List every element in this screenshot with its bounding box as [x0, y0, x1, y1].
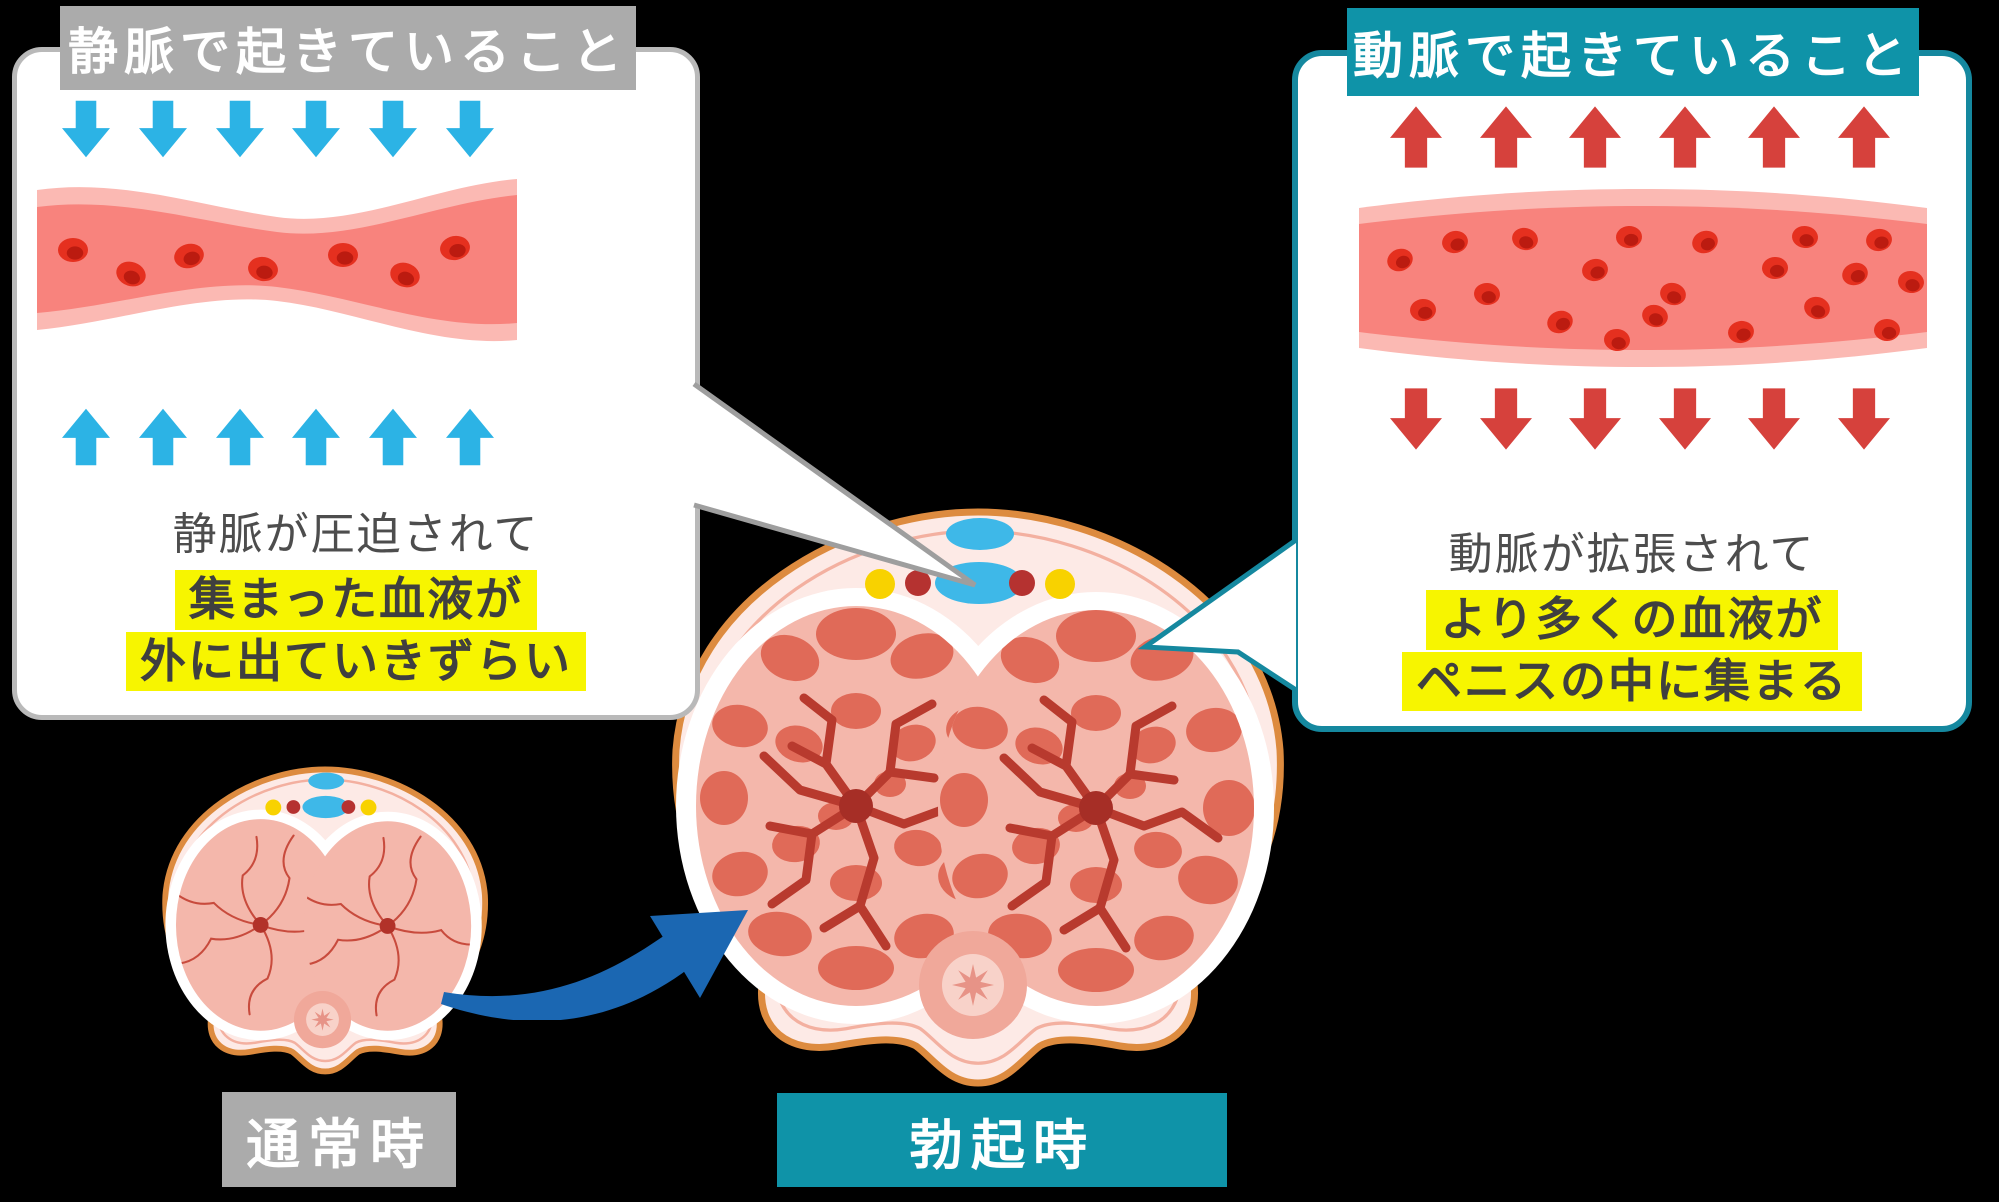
down-arrow-icon: [1748, 388, 1801, 450]
up-arrow-icon: [138, 408, 187, 466]
artery-caption-line: 動脈が拡張されて: [1448, 530, 1816, 579]
compressed-vein-illustration: [37, 179, 517, 342]
up-arrow-icon: [1569, 106, 1622, 168]
vein-caption-line: 静脈が圧迫されて: [172, 510, 540, 559]
label-erect-state: 勃起時: [777, 1093, 1227, 1187]
artery-panel: 動脈が拡張されて より多くの血液が ペニスの中に集まる: [1292, 50, 1972, 732]
vein-highlight-2: 外に出ていきずらい: [126, 631, 586, 692]
down-arrow-icon: [1479, 388, 1532, 450]
up-arrow-icon: [1479, 106, 1532, 168]
label-normal-state: 通常時: [222, 1092, 456, 1187]
vein-compression-arrows-bottom: [62, 404, 494, 470]
up-arrow-icon: [1658, 106, 1711, 168]
up-arrow-icon: [369, 408, 418, 466]
up-arrow-icon: [1748, 106, 1801, 168]
vein-panel: 静脈が圧迫されて 集まった血液が 外に出ていきずらい: [12, 47, 700, 720]
up-arrow-icon: [62, 408, 110, 466]
up-arrow-icon: [292, 408, 341, 466]
blood-cells: [58, 235, 470, 288]
down-arrow-icon: [1837, 388, 1890, 450]
transform-curved-arrow-icon: [441, 910, 748, 1020]
cross-section-normal-illustration: [162, 766, 488, 1075]
down-arrow-icon: [215, 100, 264, 158]
down-arrow-icon: [1569, 388, 1622, 450]
artery-highlight-2: ペニスの中に集まる: [1402, 651, 1862, 712]
artery-lumen: [1359, 206, 1927, 350]
artery-panel-title: 動脈で起きていること: [1347, 8, 1919, 96]
down-arrow-icon: [138, 100, 187, 158]
up-arrow-icon: [1837, 106, 1890, 168]
down-arrow-icon: [292, 100, 341, 158]
up-arrow-icon: [215, 408, 264, 466]
artery-highlight-1: より多くの血液が: [1426, 590, 1838, 650]
down-arrow-icon: [1658, 388, 1711, 450]
down-arrow-icon: [445, 100, 494, 158]
cross-section-erect-illustration: [672, 508, 1284, 1087]
artery-caption: 動脈が拡張されて より多くの血液が ペニスの中に集まる: [1298, 518, 1966, 713]
vein-compression-arrows-top: [62, 96, 494, 162]
down-arrow-icon: [62, 100, 110, 158]
dilated-artery-illustration: [1359, 189, 1927, 367]
artery-expansion-arrows-bottom: [1390, 384, 1890, 454]
blood-cells: [1387, 225, 1924, 352]
down-arrow-icon: [369, 100, 418, 158]
down-arrow-icon: [1390, 388, 1442, 450]
artery-expansion-arrows-top: [1390, 102, 1890, 172]
vein-highlight-1: 集まった血液が: [174, 570, 538, 630]
vein-panel-title: 静脈で起きていること: [60, 6, 636, 90]
vein-caption: 静脈が圧迫されて 集まった血液が 外に出ていきずらい: [17, 498, 695, 693]
vein-lumen: [37, 195, 517, 325]
up-arrow-icon: [445, 408, 494, 466]
up-arrow-icon: [1390, 106, 1442, 168]
